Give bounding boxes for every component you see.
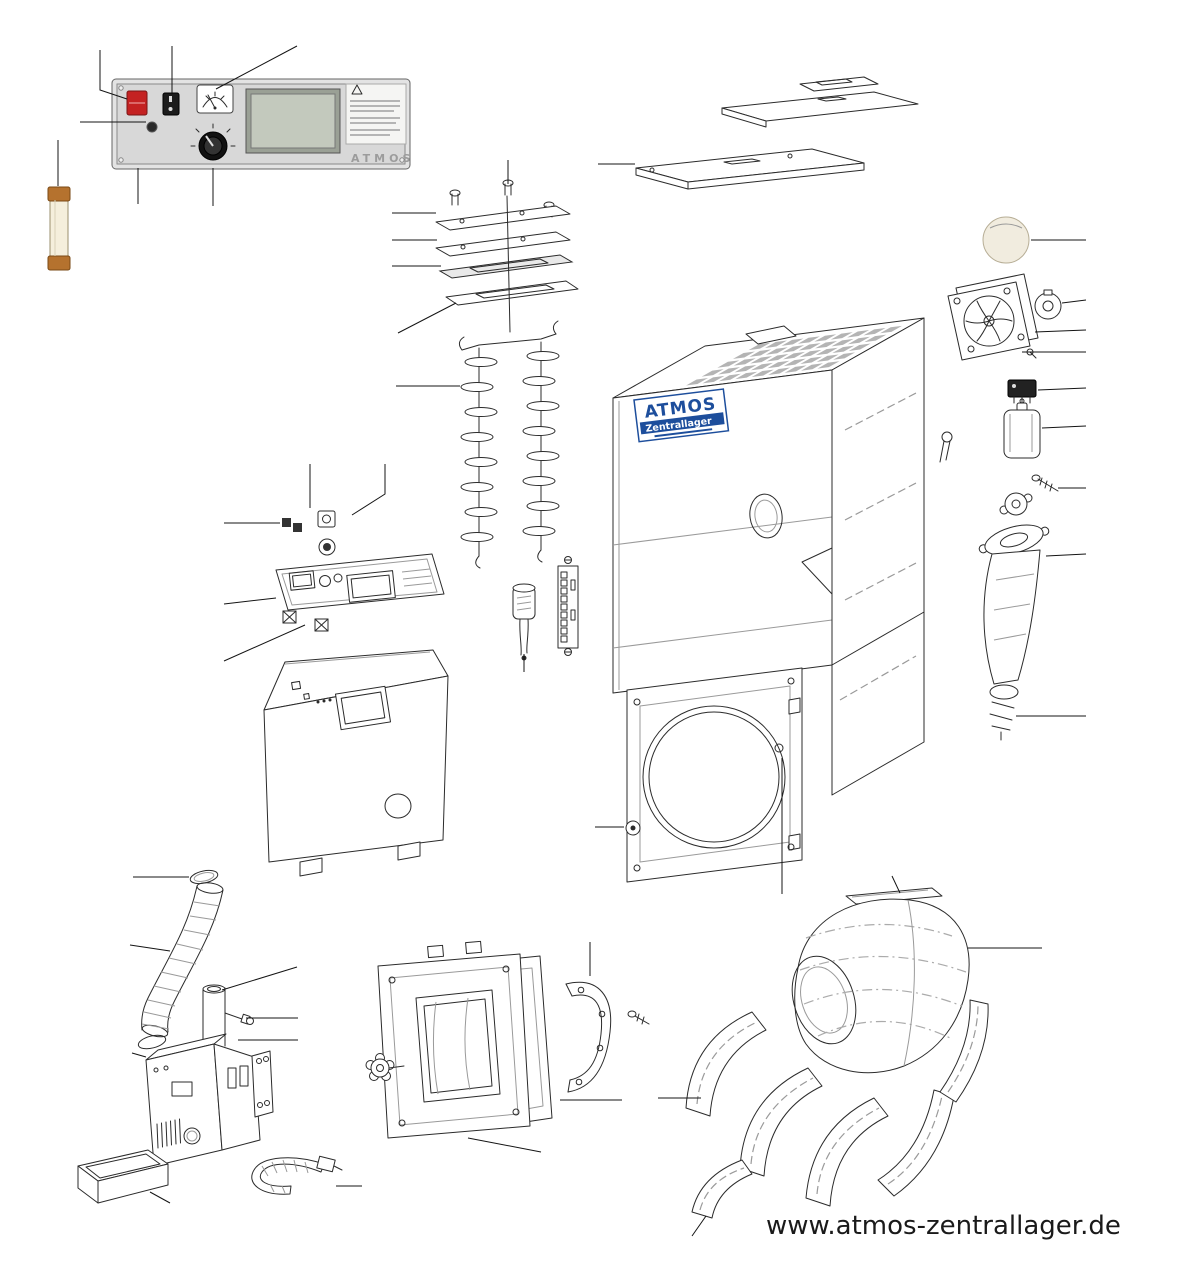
- warning-triangle-icon: [351, 84, 363, 95]
- boiler-lower-door-panel: [625, 667, 803, 883]
- boiler-body: ATMOS Zentrallager: [612, 317, 925, 883]
- hinge-pin-icon: [774, 743, 784, 753]
- exhaust-fan: [947, 273, 1062, 361]
- push-button: [317, 510, 336, 528]
- ceramic-segment: [739, 1067, 823, 1177]
- thermometer-gauge: [196, 84, 234, 114]
- unit-display: [334, 685, 392, 731]
- cover-plate-stack: [435, 179, 579, 333]
- middle-plate: [435, 231, 571, 257]
- hose-clamp-bottom: [137, 1034, 167, 1050]
- cable-hole-icon: [384, 793, 412, 819]
- boiler-brand-label: ATMOS Zentrallager: [633, 388, 730, 443]
- warning-label: [345, 83, 407, 145]
- relay-sensor: [1007, 379, 1037, 404]
- power-switch: [126, 90, 148, 116]
- base-plate: [445, 280, 579, 306]
- cotter-pin-icon: [939, 431, 953, 463]
- top-cover-panels: [635, 76, 919, 190]
- foot-icon: [299, 857, 323, 877]
- website-text: www.atmos-zentrallager.de: [766, 1211, 1121, 1241]
- burner-label: [171, 1081, 193, 1097]
- ceramic-segment: [691, 1159, 753, 1219]
- hinge-screw-icon: [627, 1010, 650, 1025]
- fan-blades-icon: [965, 300, 1013, 342]
- star-knob: [365, 1053, 405, 1081]
- photocell-sensor: [512, 583, 536, 661]
- top-plate: [435, 205, 571, 231]
- hinge-bracket: [565, 981, 612, 1093]
- lcd-display: [245, 88, 341, 154]
- turbulator-flanges: [460, 351, 560, 542]
- reset-hole-icon: [146, 121, 158, 133]
- panel-screw-icon: [399, 157, 405, 163]
- ceramic-segment: [685, 1011, 767, 1117]
- screw-icon: [449, 189, 461, 206]
- inspection-oval: [749, 493, 783, 539]
- pellet-burner: [145, 984, 274, 1167]
- ceramic-segment: [805, 1097, 889, 1207]
- ceramic-segment: [877, 1089, 955, 1197]
- control-panel: ATMOS: [111, 78, 414, 170]
- ceramic-chamber: [685, 887, 989, 1219]
- mounting-flange: [999, 492, 1033, 516]
- door-opening: [415, 989, 501, 1103]
- grate-slots-icon: [156, 1118, 181, 1149]
- exhaust-duct: [978, 524, 1050, 741]
- control-unit-box: [263, 649, 449, 877]
- igniter-bolt: [224, 1012, 254, 1025]
- combustion-shell: [794, 898, 970, 1074]
- fan-motor: [1034, 292, 1062, 320]
- foot-icon: [397, 841, 421, 861]
- turbulators: [458, 320, 560, 569]
- igniter-screw-icon: [1031, 474, 1059, 492]
- gasket: [438, 254, 574, 279]
- top-seal-strip: [845, 887, 943, 905]
- center-rod: [506, 195, 511, 333]
- flue-collar: [745, 325, 797, 345]
- heating-element: [251, 1155, 343, 1195]
- toggle-switch: [162, 92, 180, 116]
- heat-exchanger-grate: [686, 325, 902, 386]
- panel-screw-icon: [118, 157, 124, 163]
- connector-plugs: [282, 610, 329, 632]
- control-knob: [190, 123, 236, 161]
- ash-pan: [77, 1149, 169, 1204]
- blanking-disc: [982, 216, 1030, 264]
- display-strip-panel: [275, 553, 445, 611]
- panel-logo-text: ATMOS: [351, 152, 414, 165]
- boiler-side-face: [831, 317, 925, 666]
- door-hinge-icon: [788, 833, 801, 851]
- burner-front: [145, 1043, 223, 1167]
- burner-flange: [251, 1050, 274, 1118]
- burner-door-plate: [365, 940, 531, 1139]
- small-cover-strip: [799, 76, 879, 92]
- micro-switch-parts: [282, 510, 336, 556]
- leader-lines: [57, 45, 1087, 1237]
- door-hinge-icon: [788, 697, 801, 715]
- panel-screw-icon: [118, 85, 124, 91]
- terminal-strip: [557, 556, 579, 656]
- fuse: [47, 186, 71, 271]
- capacitor: [1003, 398, 1041, 459]
- flexible-hose: [141, 882, 224, 1038]
- round-door: [642, 705, 786, 849]
